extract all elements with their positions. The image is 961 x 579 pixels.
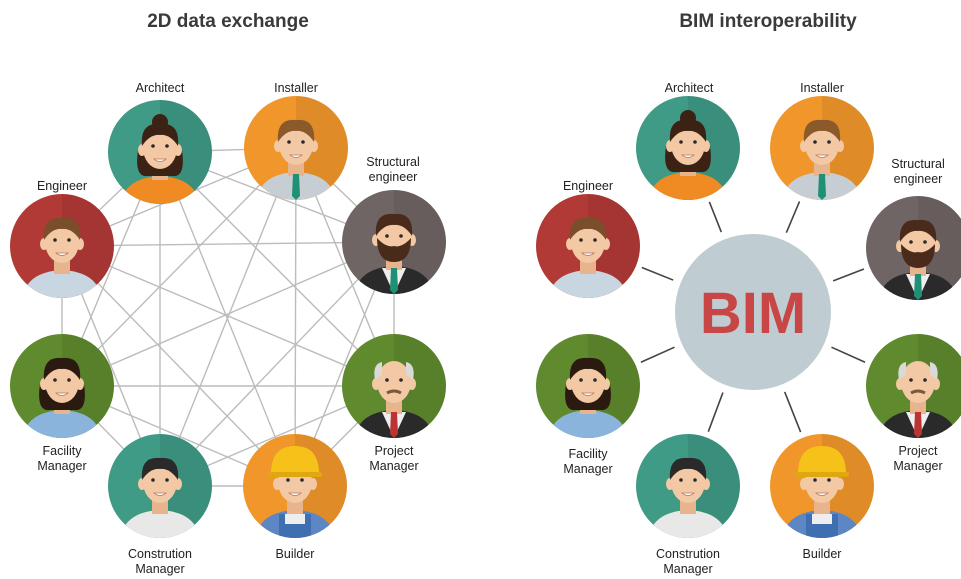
spoke-line <box>832 268 865 282</box>
person-label: Architect <box>136 81 185 95</box>
person-label: Builder <box>803 547 842 561</box>
person-label: Engineer <box>37 179 87 193</box>
person-label: Manager <box>893 459 942 473</box>
person-label: Manager <box>563 462 612 476</box>
person-label: Engineer <box>563 179 613 193</box>
person-label: Constrution <box>128 547 192 561</box>
person-avatar-icon <box>536 194 640 298</box>
person-label: Installer <box>274 81 318 95</box>
person-avatar-icon <box>108 434 212 538</box>
person-installer: Installer <box>770 81 874 200</box>
spoke-line <box>640 346 675 363</box>
person-label: Architect <box>665 81 714 95</box>
connection-line <box>61 245 296 487</box>
person-label: Facility <box>43 444 83 458</box>
person-label: Facility <box>569 447 609 461</box>
spoke-line <box>783 391 802 433</box>
person-label: engineer <box>369 170 418 184</box>
person-avatar-icon <box>342 190 446 294</box>
person-label: Manager <box>37 459 86 473</box>
spoke-line <box>641 266 674 281</box>
person-label: Manager <box>135 562 184 576</box>
person-label: engineer <box>894 172 943 186</box>
right-hub-spokes <box>640 201 866 433</box>
person-builder: Builder <box>770 434 874 561</box>
person-label: Structural <box>891 157 945 171</box>
person-engineer: Engineer <box>536 179 640 298</box>
person-architect: Architect <box>636 81 740 200</box>
person-avatar-icon <box>636 434 740 538</box>
left-people: Architect InstallerStructuralengineerProj… <box>10 81 446 576</box>
person-avatar-icon <box>342 334 446 438</box>
spoke-line <box>707 392 724 432</box>
spoke-line <box>708 201 723 233</box>
person-engineer: Engineer <box>10 179 114 298</box>
left-title: 2D data exchange <box>147 11 309 32</box>
person-label: Manager <box>663 562 712 576</box>
connection-line <box>159 147 297 487</box>
right-people: Architect InstallerStructuralengineerProj… <box>536 81 961 576</box>
left-connection-network <box>61 147 395 487</box>
connection-line <box>61 241 395 247</box>
spoke-line <box>785 201 801 234</box>
person-architect: Architect <box>108 81 212 204</box>
right-title: BIM interoperability <box>679 11 857 32</box>
person-avatar-icon <box>770 96 874 200</box>
person-avatar-icon <box>10 334 114 438</box>
person-label: Project <box>899 444 938 458</box>
bim-hub-label: BIM <box>700 281 806 346</box>
person-avatar-icon <box>866 334 961 438</box>
connection-line <box>61 147 297 387</box>
person-label: Installer <box>800 81 844 95</box>
person-label: Project <box>375 444 414 458</box>
person-label: Builder <box>276 547 315 561</box>
person-label: Constrution <box>656 547 720 561</box>
person-builder: Builder <box>243 434 347 561</box>
connection-line <box>294 147 297 487</box>
person-avatar-icon <box>10 194 114 298</box>
spoke-line <box>831 346 866 363</box>
bim-hub: BIM <box>675 234 831 390</box>
person-avatar-icon <box>108 100 212 204</box>
connection-line <box>61 245 395 387</box>
person-avatar-icon <box>866 196 961 300</box>
connection-line <box>159 151 395 387</box>
person-avatar-icon <box>636 96 740 200</box>
person-label: Structural <box>366 155 420 169</box>
person-label: Manager <box>369 459 418 473</box>
bim-hub-circle <box>675 234 831 390</box>
connection-line <box>61 241 395 387</box>
person-avatar-icon <box>536 334 640 438</box>
person-avatar-icon <box>244 96 348 200</box>
